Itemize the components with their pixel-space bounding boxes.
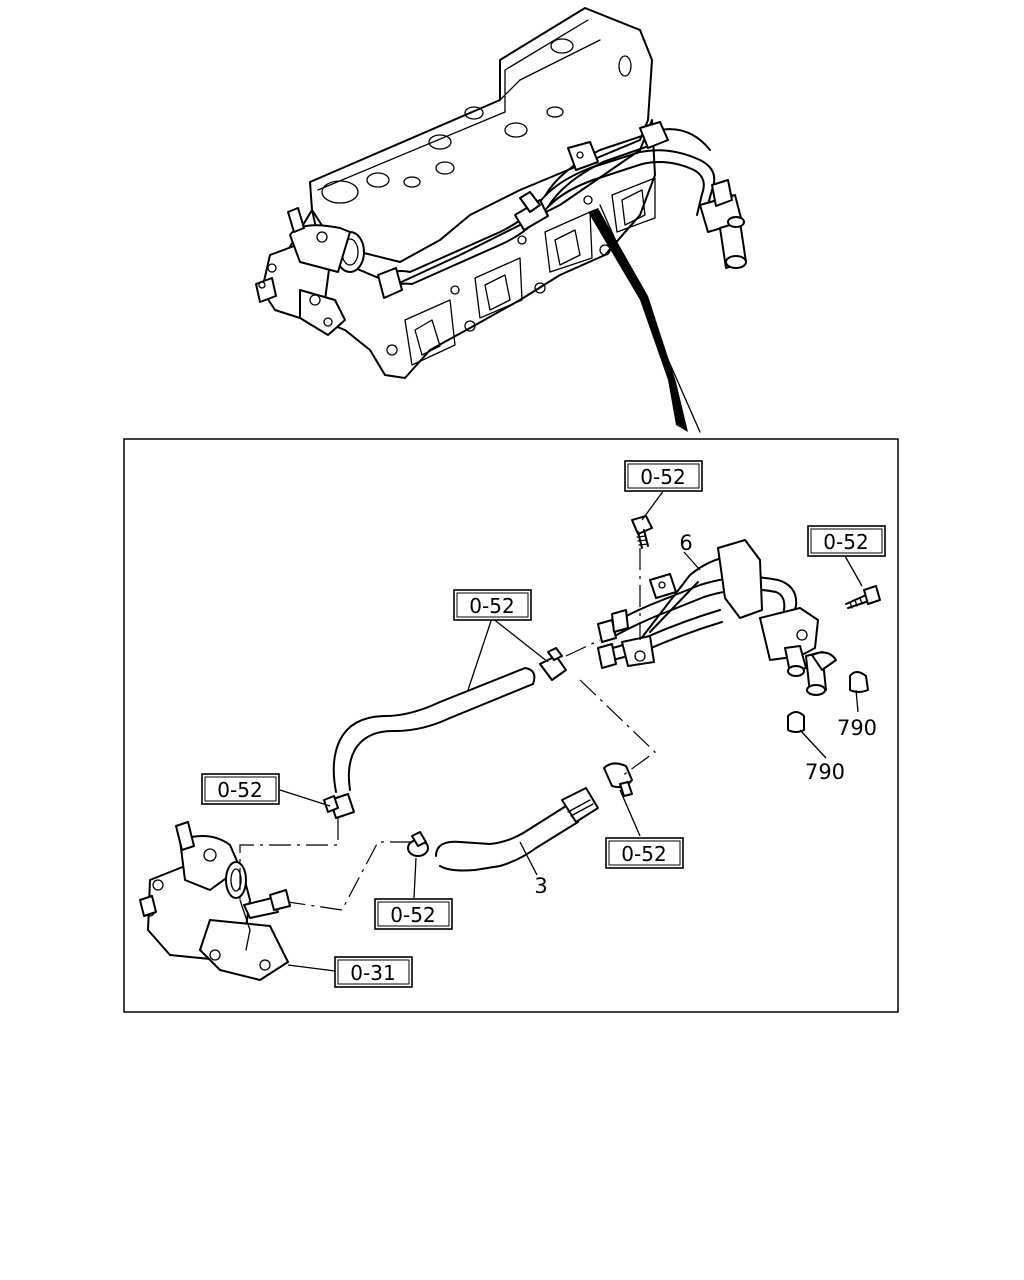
detail-pointer-line	[599, 204, 701, 433]
leader-lines	[279, 489, 863, 972]
part-number-790-b: 790	[805, 760, 845, 784]
callout-label: 0-52	[621, 842, 666, 866]
detail-frame	[123, 438, 899, 1013]
upper-hose	[323, 647, 567, 819]
thermostat-housing	[139, 821, 291, 981]
callout-c1: 0-52	[624, 460, 703, 492]
callout-c4: 0-52	[201, 773, 280, 805]
callout-c5: 0-52	[605, 837, 684, 869]
cap-790-b	[787, 711, 805, 733]
engine-head-assembly	[255, 7, 747, 379]
callout-label: 0-52	[390, 903, 435, 927]
detail-parts	[139, 515, 881, 981]
part-number-6: 6	[679, 531, 692, 555]
callout-label: 0-52	[640, 465, 685, 489]
bolt-top	[631, 515, 653, 549]
callout-c7: 0-31	[334, 956, 413, 988]
callout-c3: 0-52	[453, 589, 532, 621]
cap-790-a	[849, 671, 869, 693]
detail-pointer-arrow	[588, 208, 688, 432]
hose-part-3	[407, 762, 633, 872]
callout-label: 0-31	[350, 961, 395, 985]
bolt-right	[845, 585, 881, 609]
part-number-3: 3	[534, 874, 547, 898]
callout-c6: 0-52	[374, 898, 453, 930]
callout-label: 0-52	[469, 594, 514, 618]
callout-label: 0-52	[217, 778, 262, 802]
callout-c2: 0-52	[807, 525, 886, 557]
water-pipe-part-6	[597, 539, 837, 696]
assembly-lines	[239, 548, 656, 911]
callout-label: 0-52	[823, 530, 868, 554]
part-number-790-a: 790	[837, 716, 877, 740]
